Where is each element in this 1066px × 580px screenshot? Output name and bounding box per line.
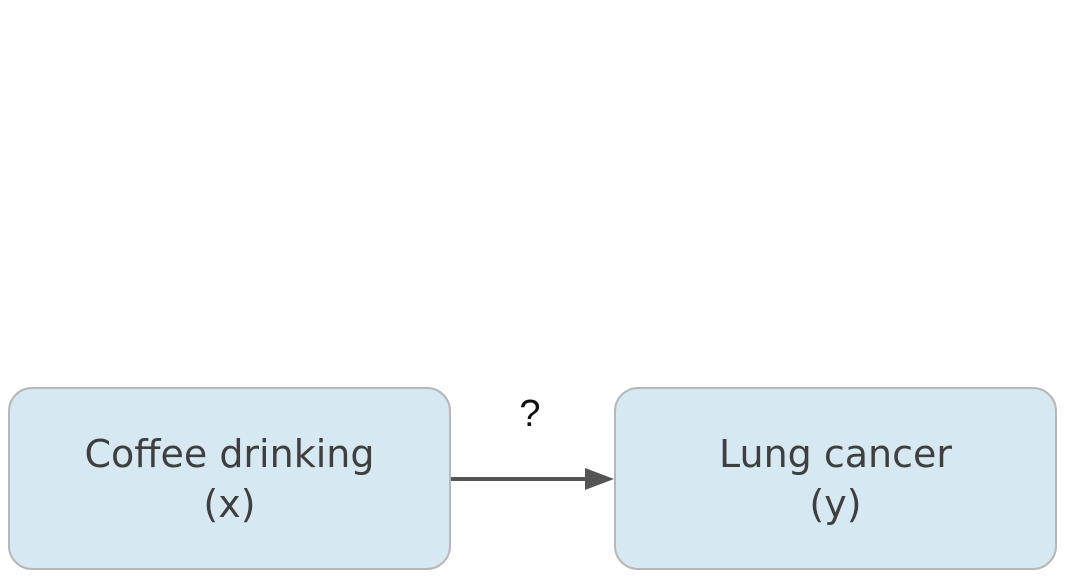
node-lung-cancer: Lung cancer (y)	[614, 387, 1057, 570]
edge-label: ?	[519, 393, 541, 435]
node-coffee-drinking: Coffee drinking (x)	[8, 387, 451, 570]
arrow-head-icon	[585, 468, 614, 490]
node-title: Coffee drinking	[84, 431, 375, 476]
node-symbol: (x)	[203, 481, 256, 526]
node-symbol: (y)	[809, 481, 862, 526]
node-title: Lung cancer	[718, 431, 953, 476]
